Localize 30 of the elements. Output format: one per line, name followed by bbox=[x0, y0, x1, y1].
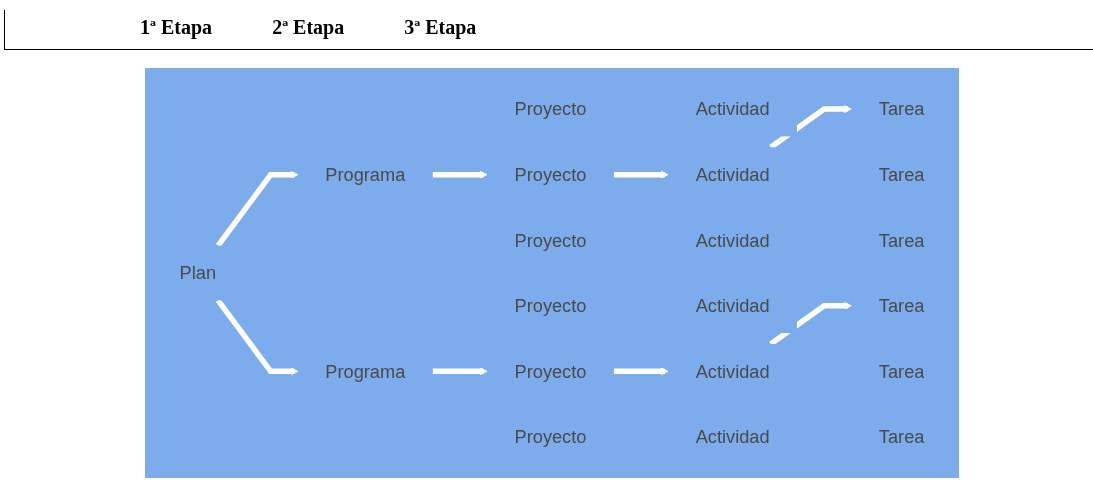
arrow bbox=[613, 170, 669, 179]
node-text: Programa bbox=[325, 164, 406, 185]
stage-heading: 1ª Etapa bbox=[140, 16, 213, 41]
node-text: Proyecto bbox=[514, 361, 587, 382]
stage-heading: 2ª Etapa bbox=[272, 16, 345, 41]
node-text: Proyecto bbox=[514, 426, 587, 447]
node-text: Proyecto bbox=[514, 164, 587, 185]
node-text: Actividad bbox=[695, 361, 770, 382]
node-text: Tarea bbox=[878, 426, 925, 447]
node-text: Proyecto bbox=[514, 230, 587, 251]
stage-heading: 3ª Etapa bbox=[404, 16, 477, 41]
node-text: Tarea bbox=[878, 164, 925, 185]
node-text: Proyecto bbox=[514, 99, 587, 120]
node-text: Plan bbox=[179, 262, 217, 284]
node-text: Tarea bbox=[878, 99, 925, 120]
node-text: Actividad bbox=[695, 164, 770, 185]
arrow bbox=[215, 170, 299, 248]
arrow bbox=[769, 301, 852, 347]
node-text: Actividad bbox=[695, 230, 770, 251]
node-text: Tarea bbox=[878, 361, 925, 382]
arrow bbox=[432, 170, 488, 179]
node-text: Programa bbox=[325, 361, 406, 382]
node-text: Tarea bbox=[878, 230, 925, 251]
arrow bbox=[432, 367, 488, 376]
arrow bbox=[215, 298, 299, 376]
arrow bbox=[769, 105, 852, 150]
node-text: Tarea bbox=[878, 295, 925, 316]
node-text: Actividad bbox=[695, 426, 770, 447]
node-text: Proyecto bbox=[514, 295, 587, 316]
arrow bbox=[613, 367, 669, 376]
